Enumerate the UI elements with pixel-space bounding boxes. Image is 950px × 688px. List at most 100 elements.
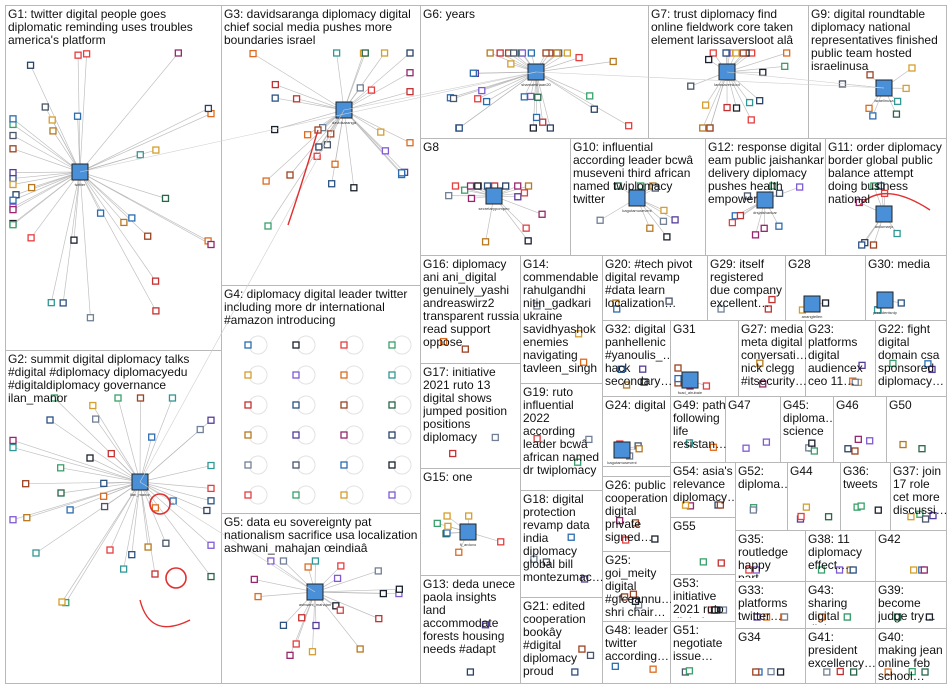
node	[802, 503, 811, 511]
edge	[12, 171, 81, 179]
hub-name: kagutamuseveni	[607, 460, 636, 465]
edge	[139, 481, 212, 546]
selfloop	[248, 425, 268, 445]
node	[315, 143, 323, 151]
node	[356, 84, 364, 92]
node	[615, 516, 624, 525]
node	[908, 64, 916, 72]
node	[849, 566, 857, 574]
edge	[535, 71, 551, 129]
panel-box-g18	[520, 490, 603, 598]
node	[9, 196, 17, 204]
node	[395, 585, 403, 593]
node	[323, 141, 332, 149]
node	[916, 510, 924, 518]
node	[381, 147, 390, 155]
node	[509, 49, 518, 57]
panel-box-g49	[670, 396, 726, 463]
hub-name: presidentsnlp	[873, 310, 898, 315]
edge	[343, 109, 402, 174]
panel-box-g51	[670, 621, 736, 684]
node	[760, 224, 768, 232]
cross-edge	[139, 109, 345, 483]
node	[292, 461, 300, 469]
node	[702, 382, 711, 390]
node	[532, 113, 541, 122]
node	[298, 614, 306, 622]
node	[854, 435, 862, 444]
edge	[139, 481, 212, 577]
edge	[477, 71, 537, 100]
edge	[79, 171, 166, 199]
edge	[35, 481, 141, 554]
node	[451, 182, 460, 190]
node	[851, 378, 859, 386]
hub-node	[628, 189, 646, 207]
node	[651, 535, 659, 543]
panel-box-g41	[805, 628, 876, 684]
node	[406, 69, 414, 77]
node	[732, 49, 740, 57]
node	[640, 378, 648, 386]
node	[574, 330, 583, 338]
node	[449, 94, 458, 103]
cross-edge	[79, 71, 537, 173]
node	[756, 97, 764, 105]
node	[578, 645, 586, 653]
node	[286, 171, 294, 179]
selfloop	[392, 365, 412, 385]
hub-name: ilan_manor	[130, 492, 150, 497]
node	[433, 519, 441, 528]
edge	[12, 440, 141, 483]
cross-edge	[343, 71, 537, 111]
edge	[79, 171, 156, 282]
node	[706, 124, 714, 132]
node	[921, 668, 929, 676]
node	[57, 464, 65, 472]
node	[925, 613, 934, 621]
edge	[139, 481, 208, 511]
node	[136, 151, 144, 159]
node	[279, 621, 288, 629]
node	[9, 115, 17, 123]
node	[455, 124, 463, 132]
node	[9, 205, 17, 214]
edge	[12, 171, 81, 225]
node	[796, 183, 804, 191]
edge	[12, 148, 81, 173]
node	[553, 49, 561, 57]
node	[22, 480, 30, 488]
node	[9, 516, 17, 524]
panel-box-g1	[5, 5, 222, 351]
node	[818, 613, 826, 621]
node	[921, 515, 930, 523]
panel-box-g53	[670, 574, 736, 622]
node	[767, 668, 775, 676]
node	[89, 401, 97, 410]
node	[870, 182, 878, 190]
node	[461, 186, 469, 194]
node	[292, 401, 300, 409]
node	[590, 105, 598, 113]
node	[207, 541, 215, 549]
panel-box-g44	[787, 462, 841, 531]
node	[82, 50, 91, 58]
node	[340, 371, 348, 379]
edge	[109, 481, 141, 551]
node	[775, 222, 783, 230]
node	[23, 514, 31, 522]
panel-box-g27	[738, 320, 806, 397]
node	[769, 182, 777, 190]
node	[151, 277, 160, 285]
node	[496, 49, 504, 57]
node	[312, 621, 320, 630]
edge	[79, 52, 179, 173]
edge	[343, 91, 411, 111]
node	[207, 416, 215, 424]
node	[367, 86, 376, 94]
cluster-g4	[244, 335, 412, 505]
cross-edge	[535, 71, 885, 89]
edge	[709, 71, 728, 129]
node	[518, 49, 527, 57]
node	[893, 229, 901, 238]
